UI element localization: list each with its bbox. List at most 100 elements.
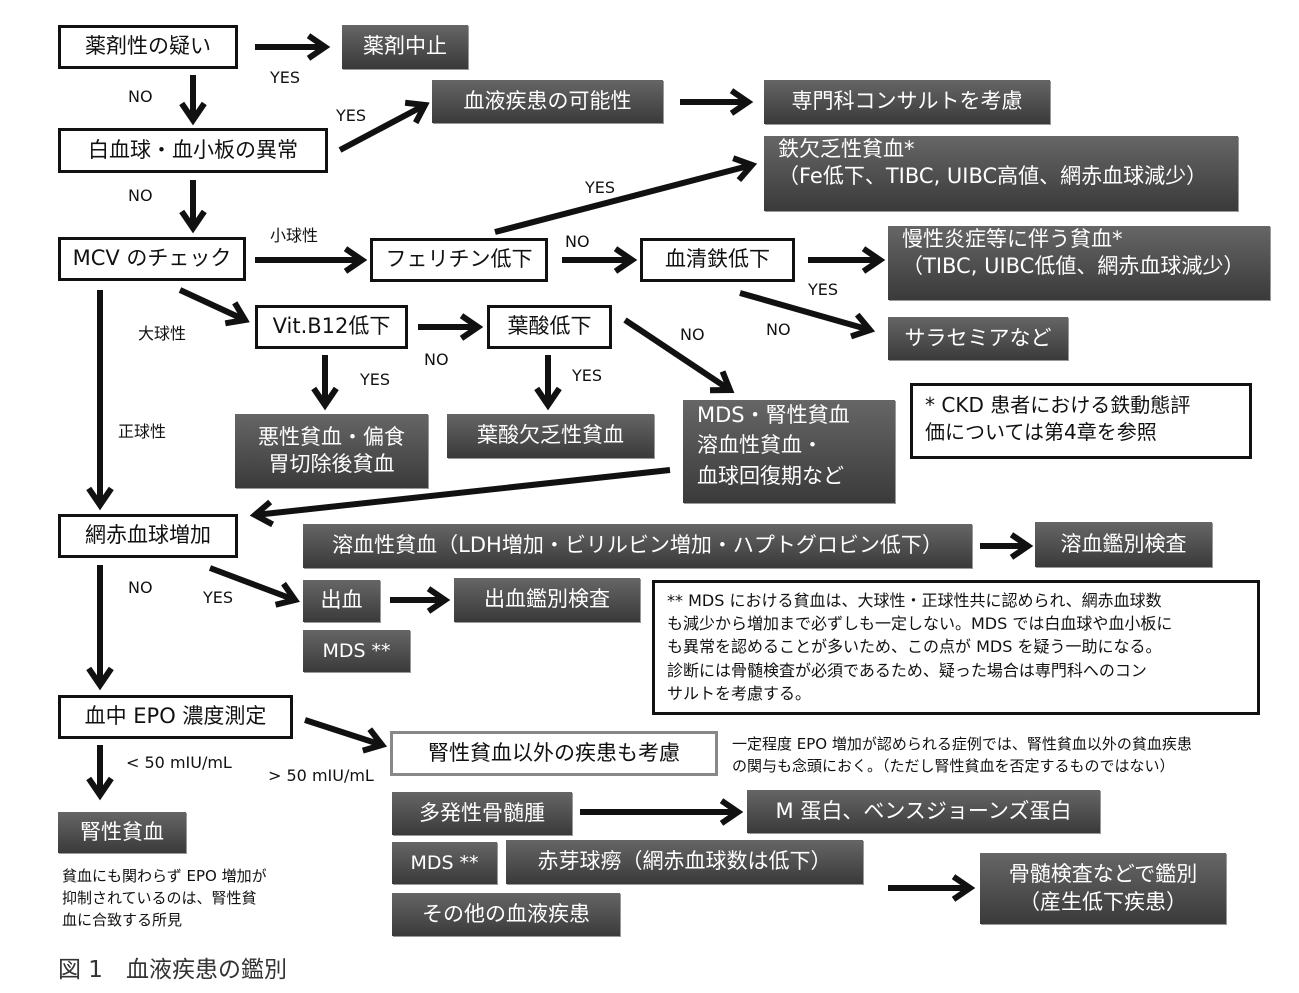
arrow-head <box>361 727 388 754</box>
arrow-head <box>224 301 250 327</box>
label-yes: YES <box>270 68 301 87</box>
label-yes: YES <box>572 366 603 385</box>
label-normocytic: 正球性 <box>118 422 167 441</box>
thalassemia-box: サラセミアなど <box>888 317 1068 360</box>
renal-anemia-box: 腎性貧血 <box>58 812 186 853</box>
note-line: の関与も念頭におく。（ただし腎性貧血を否定するものではない） <box>732 756 1175 775</box>
ckd-note-line: 価については第4章を参照 <box>925 420 1157 444</box>
bone-marrow-test-box: 骨髄検査などで鑑別（産生低下疾患） <box>980 853 1226 924</box>
arrow-line <box>178 287 247 323</box>
arrow-head <box>861 246 886 274</box>
arrow-head <box>86 776 114 801</box>
acd-detail: （TIBC, UIBC低値、網赤血球減少） <box>902 254 1245 279</box>
other-disease-consider-box: 腎性貧血以外の疾患も考慮 <box>390 731 718 776</box>
arrow-head <box>732 155 758 183</box>
hemolysis-test-box: 溶血鑑別検査 <box>1035 522 1212 567</box>
pernicious-anemia-box: 悪性貧血・偏食胃切除後貧血 <box>235 414 428 488</box>
note-line: 貧血にも関わらず EPO 増加が <box>62 867 267 885</box>
mds-note: ** MDS における貧血は、大球性・正球性共に認められ、網赤血球数 も減少から… <box>652 580 1260 715</box>
mds-box-a: MDS ** <box>303 630 410 672</box>
drug-suspicion-box: 薬剤性の疑い <box>58 25 238 69</box>
wbc-platelet-abnormal-box: 白血球・血小板の異常 <box>58 128 328 173</box>
mds-renal-anemia-box: MDS・腎性貧血溶血性貧血・血球回復期など <box>683 400 895 503</box>
mds-note-line: も減少から増加まで必ずしも一定しない。MDS では白血球や血小板に <box>667 614 1173 634</box>
other-blood-disease-box: その他の血液疾患 <box>392 893 620 936</box>
label-epo-low: < 50 mIU/mL <box>126 753 232 772</box>
arrow-line <box>338 102 427 153</box>
arrow-head <box>274 581 300 608</box>
label-yes: YES <box>808 280 839 299</box>
label-no: NO <box>128 578 153 597</box>
arrow-head <box>459 313 484 341</box>
arrow-head <box>729 88 754 116</box>
mds-line2: 溶血性貧血・ <box>697 433 823 458</box>
label-no: NO <box>424 350 449 369</box>
reticulocyte-increase-box: 網赤血球増加 <box>58 514 238 558</box>
consult-specialist-box: 専門科コンサルトを考慮 <box>764 80 1050 124</box>
figure-caption: 図 1 血液疾患の鑑別 <box>58 957 287 983</box>
note-line: 血に合致する所見 <box>62 910 183 929</box>
arrow-head <box>951 874 976 902</box>
arrow-head <box>343 246 368 274</box>
arrow-head <box>404 99 430 125</box>
mds-note-line: 診断には骨髄検査が必須であるため、疑った場合は専門科へのコン <box>667 660 1147 680</box>
arrow-head <box>613 246 638 274</box>
stop-drug-box: 薬剤中止 <box>342 25 468 69</box>
arrow-head <box>426 586 451 614</box>
arrow-head <box>306 33 331 61</box>
folate-deficiency-box: 葉酸欠乏性貧血 <box>447 414 654 458</box>
arrow-head <box>311 386 339 411</box>
iron-deficiency-title: 鉄欠乏性貧血* <box>778 137 915 161</box>
mds-note-line: も異常を認めることが多いため、この点が MDS を疑う一助になる。 <box>667 637 1162 657</box>
note-line: 一定程度 EPO 増加が認められる症例では、腎性貧血以外の貧血疾患 <box>732 735 1192 753</box>
epo-increase-note: 一定程度 EPO 増加が認められる症例では、腎性貧血以外の貧血疾患の関与も念頭に… <box>732 734 1192 778</box>
arrow-head <box>719 798 744 826</box>
folate-low-box: 葉酸低下 <box>487 305 612 349</box>
arrow-head <box>249 499 275 528</box>
arrow-line <box>739 290 871 333</box>
chronic-inflammation-anemia-box: 慢性炎症等に伴う貧血* （TIBC, UIBC低値、網赤血球減少） <box>888 226 1270 300</box>
label-no: NO <box>128 186 153 205</box>
label-no: NO <box>128 87 153 106</box>
mds-line3: 血球回復期など <box>697 463 844 488</box>
pernicious-line1: 悪性貧血・偏食 <box>258 424 405 449</box>
hemolytic-anemia-box: 溶血性貧血（LDH増加・ビリルビン増加・ハプトグロビン低下） <box>303 524 972 568</box>
arrow-head <box>86 486 114 511</box>
bleeding-box: 出血 <box>303 580 380 622</box>
label-macrocytic: 大球性 <box>138 324 187 343</box>
mds-box-b: MDS ** <box>392 842 497 884</box>
label-no: NO <box>565 232 590 251</box>
label-yes: YES <box>585 178 616 197</box>
label-yes: YES <box>336 106 367 125</box>
ferritin-low-box: フェリチン低下 <box>370 238 548 282</box>
label-yes: YES <box>360 370 391 389</box>
label-no: NO <box>680 325 705 344</box>
pure-red-cell-aplasia-box: 赤芽球癆（網赤血球数は低下） <box>506 840 863 884</box>
acd-title: 慢性炎症等に伴う貧血* <box>902 227 1123 251</box>
arrow-line <box>494 162 753 235</box>
iron-deficiency-detail: （Fe低下、TIBC, UIBC高値、網赤血球減少） <box>778 164 1208 189</box>
label-epo-high: > 50 mIU/mL <box>268 766 374 785</box>
mcv-check-box: MCV のチェック <box>58 237 246 281</box>
marrow-line2: （産生低下疾患） <box>1019 889 1187 914</box>
marrow-line1: 骨髄検査などで鑑別 <box>1008 862 1198 887</box>
arrow-head <box>179 209 207 234</box>
ckd-iron-note: * CKD 患者における鉄動態評価については第4章を参照 <box>910 383 1252 459</box>
arrow-line <box>623 317 732 393</box>
label-no: NO <box>766 320 791 339</box>
label-yes: YES <box>203 588 234 607</box>
m-protein-box: M 蛋白、ベンスジョーンズ蛋白 <box>747 790 1100 833</box>
ckd-note-line: * CKD 患者における鉄動態評 <box>925 393 1191 417</box>
blood-disease-possible-box: 血液疾患の可能性 <box>432 80 663 123</box>
iron-deficiency-box: 鉄欠乏性貧血* （Fe低下、TIBC, UIBC高値、網赤血球減少） <box>764 136 1238 211</box>
arrow-head <box>850 312 876 340</box>
arrow-line <box>254 467 671 518</box>
mds-note-line: サルトを考慮する。 <box>667 683 812 703</box>
label-microcytic: 小球性 <box>270 226 319 245</box>
serum-iron-low-box: 血清鉄低下 <box>640 238 795 282</box>
vitb12-low-box: Vit.B12低下 <box>255 305 408 349</box>
note-line: 抑制されているのは、腎性貧 <box>62 888 257 907</box>
renal-anemia-note: 貧血にも関わらず EPO 増加が抑制されているのは、腎性貧血に合致する所見 <box>62 866 267 931</box>
arrow-head <box>534 386 562 411</box>
